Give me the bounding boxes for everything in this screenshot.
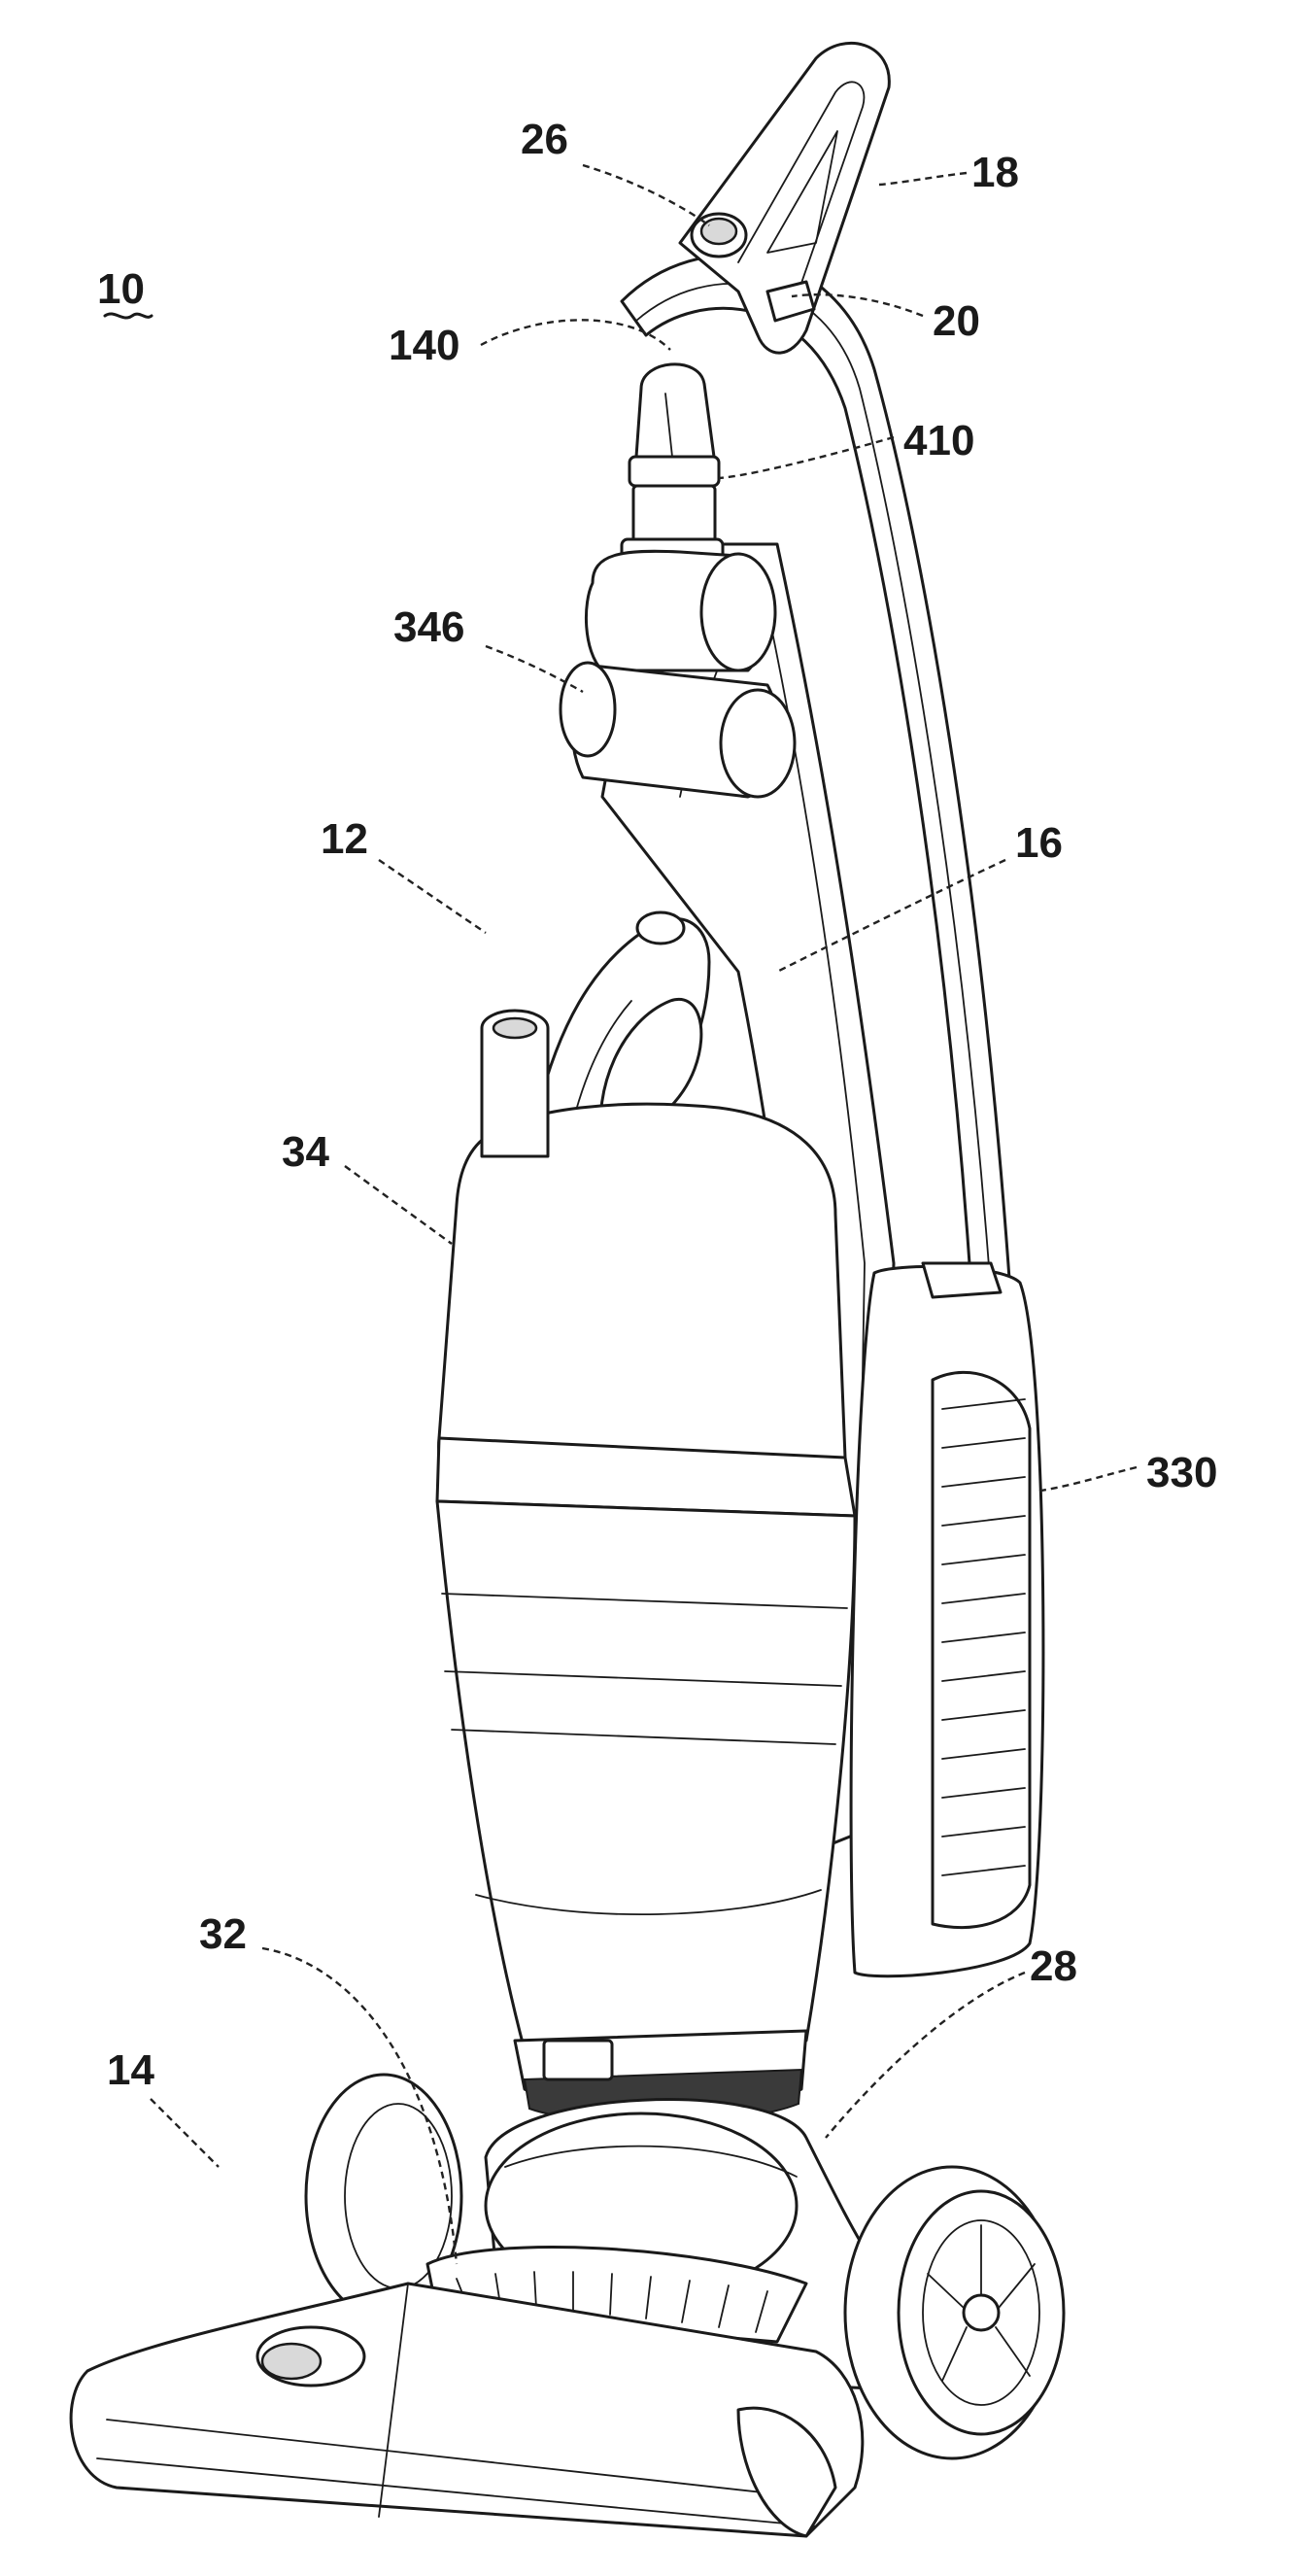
leader-14 [151,2099,219,2167]
label-20: 28 [1030,1942,1077,1990]
label-140: 140 [389,322,459,369]
label-28: 20 [933,297,980,345]
hose-tube [622,364,723,565]
label-32: 32 [199,1910,247,1958]
filter-door [851,1263,1043,1976]
label-14: 14 [107,2046,154,2094]
label-330: 330 [1146,1449,1217,1496]
label-34: 34 [282,1128,329,1176]
leader-18 [879,173,967,185]
leader-34 [345,1166,452,1244]
leader-20 [826,1973,1025,2138]
label-18: 18 [971,149,1019,196]
cup-side-tube [482,1011,548,1156]
label-26: 26 [521,116,568,163]
label-12: 12 [321,815,368,863]
dirt-cup [437,1104,855,2050]
leader-330 [1035,1467,1137,1492]
label-10-underline-tilde [105,314,152,318]
label-410: 410 [903,417,974,464]
label-346: 346 [393,603,464,651]
label-10: 10 [97,265,145,313]
leader-26 [583,165,709,225]
leader-12 [379,860,486,933]
right-rear-wheel [845,2167,1064,2458]
label-16: 16 [1015,819,1063,867]
